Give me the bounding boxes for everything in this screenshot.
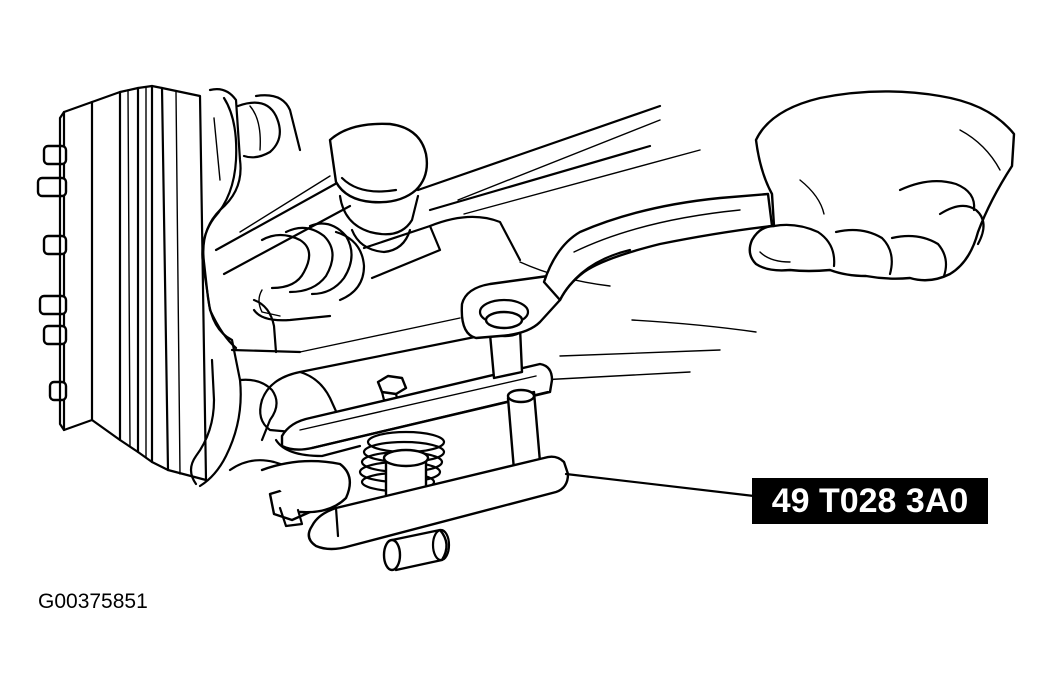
- ball-joint-nut-icon: [260, 459, 352, 528]
- steering-knuckle-icon: [189, 88, 302, 488]
- figure-id: G00375851: [38, 590, 148, 613]
- part-number-label: 49 T028 3A0: [752, 478, 988, 524]
- part-number-text: 49 T028 3A0: [771, 481, 969, 520]
- ball-joint-puller-tool-icon: [260, 322, 570, 572]
- cv-boot-icon: [252, 215, 522, 322]
- tie-rod-icon: [214, 104, 662, 276]
- leader-line: [564, 472, 756, 498]
- wrench-icon: [460, 192, 774, 340]
- adjuster-cylinder-icon: [382, 528, 451, 572]
- wheel-hub-icon: [36, 84, 208, 482]
- gloved-hand-icon: [748, 90, 1016, 282]
- lower-control-arm-icon: [230, 317, 482, 458]
- wheel-stud-icon: [36, 144, 68, 402]
